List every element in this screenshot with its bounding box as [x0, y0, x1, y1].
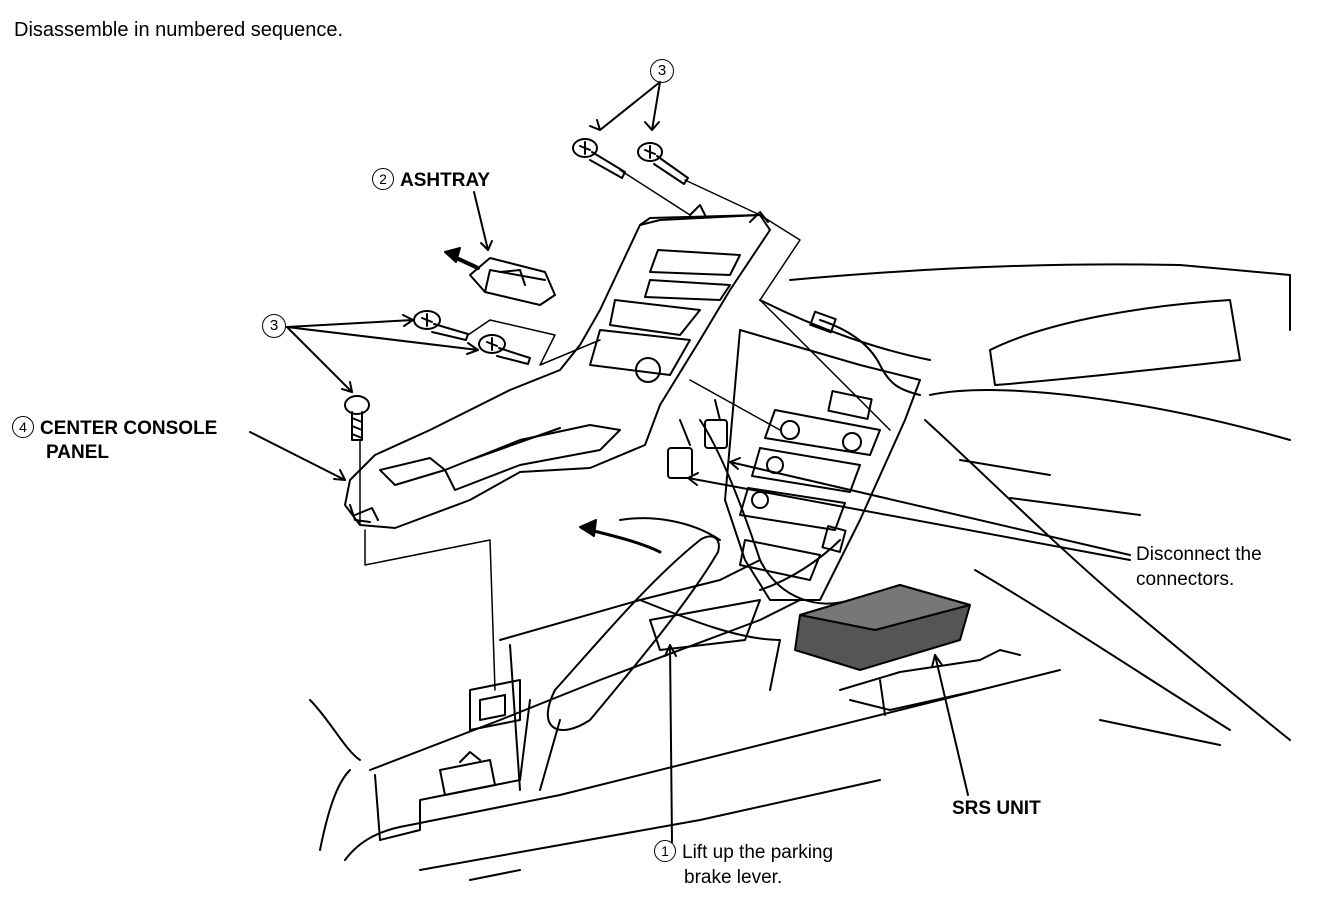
screw-left-lower: [478, 334, 531, 365]
step3-top-number: 3: [650, 59, 674, 83]
ashtray-label: 2 ASHTRAY: [372, 168, 490, 193]
screw-top-right: [637, 142, 689, 185]
center-stack: [724, 329, 921, 601]
connectors-label-line2: connectors.: [1136, 569, 1235, 590]
screw-left-upper: [413, 310, 469, 341]
wiring-harness: [667, 310, 921, 605]
assembly-guide-lines: [359, 169, 891, 691]
screw-vertical: [344, 395, 370, 441]
srs-unit: [794, 584, 1021, 716]
screw-top-left: [572, 138, 626, 179]
step4-number: 4: [12, 416, 34, 438]
ashtray-label-text: ASHTRAY: [400, 170, 491, 191]
dashboard-outline: [759, 263, 1291, 746]
ashtray: [469, 257, 556, 306]
parking-brake-label: 1 Lift up the parking: [654, 840, 833, 865]
instruction-text: Disassemble in numbered sequence.: [14, 19, 344, 41]
parking-brake-lever: [539, 517, 721, 791]
connectors-label-line1: Disconnect the: [1136, 544, 1262, 565]
parking-brake-line2: brake lever.: [684, 867, 783, 888]
center-console-panel: [344, 204, 771, 529]
removal-direction-arrows: [444, 247, 662, 554]
console-base: [309, 559, 1061, 881]
step1-number: 1: [654, 840, 676, 862]
center-console-panel-line1: CENTER CONSOLE: [40, 418, 218, 439]
parking-brake-line1: Lift up the parking: [682, 842, 834, 863]
step3-left-number: 3: [262, 314, 286, 338]
leader-lines: [249, 81, 1131, 843]
srs-unit-label: SRS UNIT: [952, 798, 1041, 819]
step2-number: 2: [372, 168, 394, 190]
center-console-panel-line2: PANEL: [46, 442, 109, 463]
center-console-panel-label: 4 CENTER CONSOLE: [12, 416, 217, 441]
